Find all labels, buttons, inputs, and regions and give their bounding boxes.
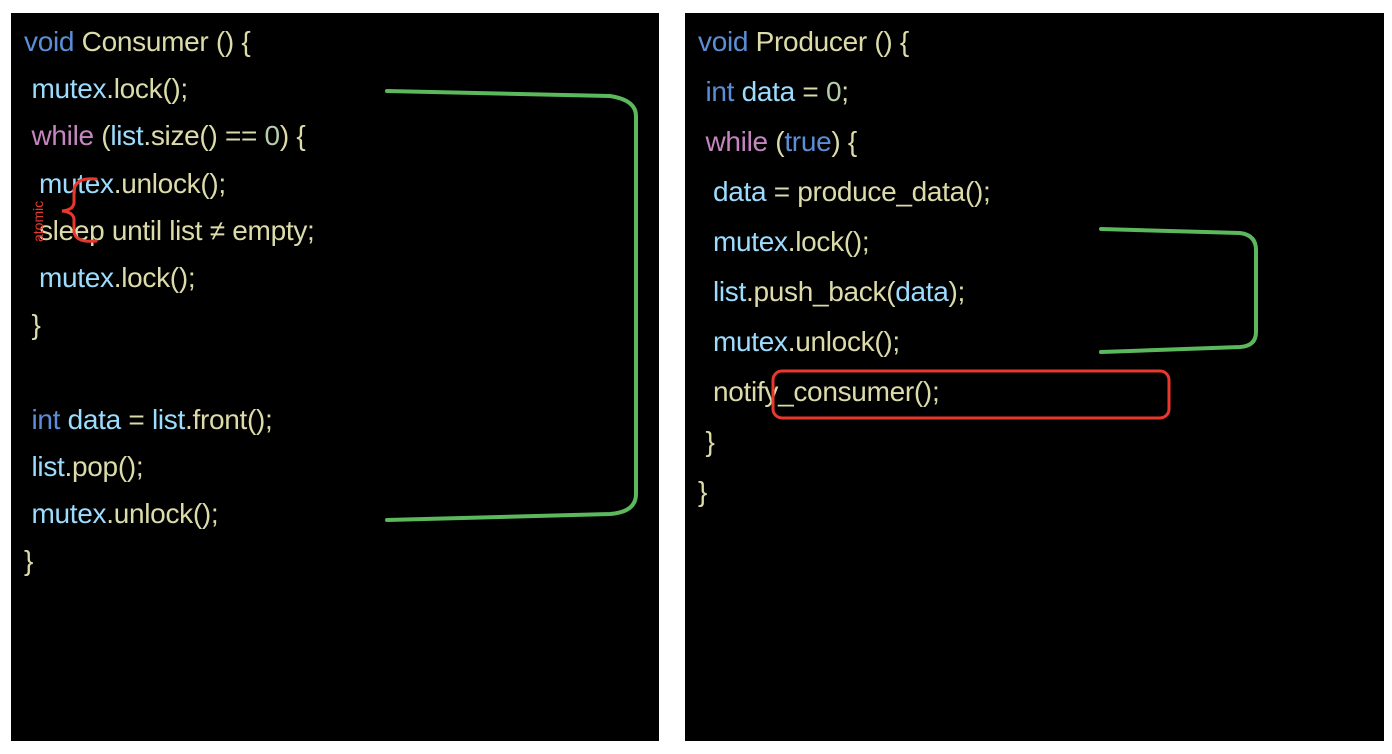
producer-code-line: } — [698, 475, 707, 509]
consumer-code-token: void — [24, 26, 75, 57]
producer-code-token: . — [787, 326, 796, 357]
producer-code-panel: void Producer () { int data = 0; while (… — [685, 13, 1384, 741]
consumer-code-token: . — [106, 498, 114, 529]
producer-code-token: while — [698, 126, 768, 157]
producer-code-token: notify_consumer(); — [698, 376, 940, 407]
consumer-code-token: front — [192, 403, 247, 435]
consumer-code-token: (); — [247, 403, 273, 435]
consumer-code-line: int data = list.front(); — [24, 403, 273, 437]
producer-code-token: (); — [964, 176, 991, 207]
consumer-code-token: 0 — [264, 120, 281, 152]
consumer-code-line: mutex.unlock(); — [24, 167, 226, 201]
consumer-code-token: ( — [93, 120, 111, 152]
producer-code-token: push_back — [753, 276, 887, 307]
producer-code-token: ; — [841, 76, 849, 107]
consumer-code-token: () == — [199, 120, 265, 152]
consumer-code-token: . — [113, 167, 122, 199]
producer-code-token: . — [745, 276, 754, 307]
consumer-code-token: sleep until list ≠ empty; — [24, 214, 315, 246]
consumer-code-line: void Consumer () { — [24, 25, 251, 59]
consumer-code-token: (); — [200, 167, 226, 199]
producer-code-token: = — [794, 76, 826, 107]
producer-code-token: data — [895, 276, 949, 307]
consumer-code-line: mutex.unlock(); — [24, 497, 218, 531]
producer-code-token: ( — [886, 276, 896, 307]
producer-code-token: ) { — [831, 126, 857, 157]
consumer-code-token: int — [24, 403, 61, 435]
consumer-code-token: mutex — [24, 498, 107, 529]
consumer-code-token: mutex — [24, 167, 114, 199]
producer-code-token: (); — [843, 226, 870, 257]
consumer-code-token: . — [143, 120, 151, 152]
producer-code-line: int data = 0; — [698, 75, 849, 109]
producer-code-token: ( — [767, 126, 785, 157]
producer-code-token: . — [787, 226, 796, 257]
consumer-code-token: mutex — [24, 73, 107, 105]
consumer-code-token: pop — [72, 450, 118, 482]
consumer-code-token: . — [106, 73, 114, 105]
producer-code-token: void — [698, 26, 749, 57]
consumer-code-line: list.pop(); — [24, 450, 143, 484]
producer-code-token: ); — [948, 276, 966, 307]
consumer-code-line: mutex.lock(); — [24, 261, 196, 295]
consumer-code-line: sleep until list ≠ empty; — [24, 214, 315, 248]
consumer-code-token: list — [110, 120, 144, 152]
producer-code-line: notify_consumer(); — [698, 375, 940, 409]
producer-code-token: } — [698, 426, 715, 457]
consumer-code-token: data — [60, 403, 122, 435]
consumer-code-token: . — [184, 403, 193, 435]
producer-code-token: mutex — [698, 226, 788, 257]
consumer-code-token: ) { — [279, 120, 306, 152]
consumer-code-token: } — [24, 545, 34, 577]
consumer-code-token: (); — [117, 450, 144, 482]
producer-code-line: list.push_back(data); — [698, 275, 965, 309]
producer-code-token: data — [698, 176, 767, 207]
consumer-code-token: . — [113, 262, 122, 293]
consumer-code-token: (); — [192, 498, 219, 529]
producer-code-line: } — [698, 425, 715, 459]
producer-code-token: produce_data — [797, 176, 965, 207]
consumer-code-token: } — [24, 309, 41, 341]
consumer-code-token: unlock — [113, 498, 193, 529]
producer-code-token: } — [698, 476, 708, 507]
producer-code-token: data — [734, 76, 796, 107]
producer-code-token: 0 — [825, 76, 842, 107]
consumer-code-token: lock — [121, 262, 170, 293]
consumer-code-line: while (list.size() == 0) { — [24, 119, 305, 153]
producer-code-line: void Producer () { — [698, 25, 909, 59]
producer-code-token: lock — [795, 226, 844, 257]
consumer-code-token: . — [64, 450, 73, 482]
consumer-code-token: = — [120, 403, 152, 435]
consumer-code-token: while — [24, 120, 94, 152]
consumer-code-panel: void Consumer () { mutex.lock(); while (… — [11, 13, 659, 741]
producer-code-token: true — [784, 126, 832, 157]
consumer-code-token: (); — [169, 262, 196, 293]
consumer-code-line: } — [24, 544, 33, 578]
producer-code-line: data = produce_data(); — [698, 175, 991, 209]
consumer-code-token: unlock — [121, 167, 201, 199]
consumer-code-token: list — [151, 403, 185, 435]
producer-code-token: list — [698, 276, 746, 307]
consumer-code-line: mutex.lock(); — [24, 72, 188, 106]
consumer-code-token: lock — [113, 73, 163, 105]
producer-code-line: while (true) { — [698, 125, 857, 159]
producer-code-token: = — [766, 176, 798, 207]
consumer-code-token: list — [24, 450, 65, 482]
consumer-code-token: Consumer () { — [74, 26, 251, 57]
consumer-code-token: mutex — [24, 262, 114, 293]
producer-code-token: mutex — [698, 326, 788, 357]
atomic-label: atomic — [30, 200, 46, 242]
consumer-code-token: (); — [162, 73, 188, 105]
consumer-code-line: } — [24, 308, 41, 342]
producer-code-line: mutex.lock(); — [698, 225, 870, 259]
producer-code-token: Producer () { — [748, 26, 910, 57]
producer-code-token: int — [698, 76, 735, 107]
producer-code-token: (); — [874, 326, 900, 357]
producer-code-line: mutex.unlock(); — [698, 325, 900, 359]
producer-code-token: unlock — [795, 326, 875, 357]
consumer-code-token: size — [150, 120, 200, 152]
